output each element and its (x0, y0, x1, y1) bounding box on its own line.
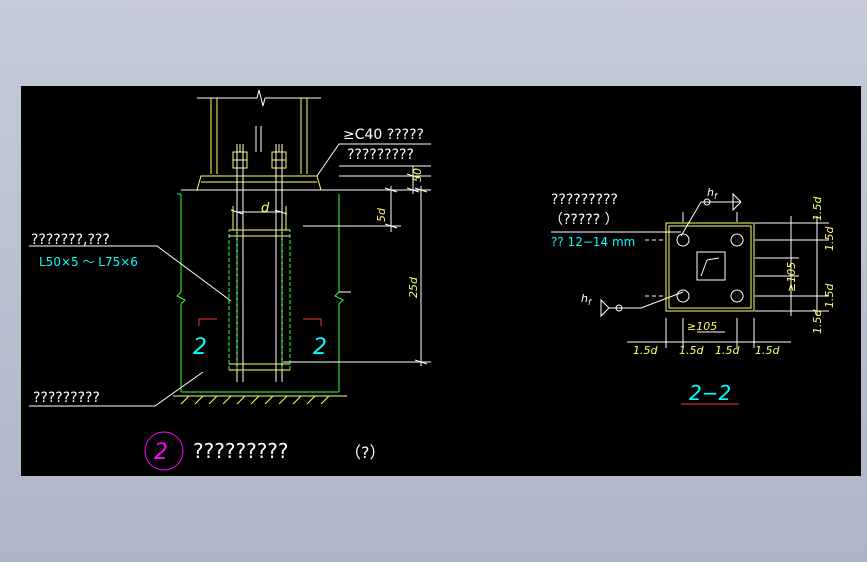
steel-column (197, 89, 321, 174)
section-mark-left: 2 (193, 335, 207, 360)
plate-label-2: （????? ） (549, 212, 619, 228)
left-dimensions (230, 166, 431, 366)
bottom-label: ????????? (33, 390, 100, 406)
dim-d: d (261, 201, 270, 216)
angle-size: L50×5 ～ L75×6 (39, 255, 138, 269)
anchor-bolts (236, 144, 283, 382)
dim-25d: 25d (407, 276, 420, 298)
dim-right-4: 1.5d (811, 309, 824, 334)
base-plate (196, 175, 322, 191)
leader-lines (29, 143, 431, 407)
dim-bottom-4: 1.5d (755, 344, 780, 357)
plate-label-3: ?? 12−14 mm (551, 235, 635, 249)
section-title: 2−2 (689, 381, 731, 405)
foundation-outline (176, 194, 344, 393)
ground-hatch (173, 395, 347, 405)
note-grout: ????????? (347, 147, 414, 163)
dim-105-vertical: ≥105 (785, 262, 798, 292)
detail-number: 2 (154, 440, 168, 465)
weld-h-top: hf (707, 186, 718, 201)
dim-right-2: 1.5d (823, 226, 836, 251)
anchor-nuts (232, 144, 287, 169)
dim-50: 50 (411, 168, 424, 182)
cad-drawing: ≥C40 ????? ????????? ???????,??? ???????… (29, 89, 836, 471)
embedded-angles (228, 229, 291, 371)
dim-5d: 5d (375, 207, 388, 222)
section-mark-right: 2 (313, 335, 327, 360)
angle-label: ???????,??? (31, 232, 110, 248)
detail-title: ????????? (193, 439, 289, 463)
dim-bottom-1: 1.5d (633, 344, 658, 357)
dim-bottom-3: 1.5d (715, 344, 740, 357)
plate-label-1: ????????? (551, 192, 618, 208)
right-dimensions (627, 216, 829, 348)
detail-title-suffix: （?） (345, 443, 386, 462)
drawing-canvas[interactable]: ≥C40 ????? ????????? ???????,??? ???????… (21, 86, 861, 476)
dim-right-1: 1.5d (811, 196, 824, 221)
section-marks (198, 318, 322, 326)
detail-number-circle (144, 431, 184, 471)
plate-plan (645, 212, 755, 312)
weld-leaders (551, 192, 742, 318)
note-concrete-grade: ≥C40 ????? (343, 127, 424, 143)
dim-105-horizontal: ≥105 (687, 320, 717, 333)
dim-right-3: 1.5d (823, 283, 836, 308)
weld-h-bottom: hf (581, 292, 592, 307)
dim-bottom-2: 1.5d (679, 344, 704, 357)
